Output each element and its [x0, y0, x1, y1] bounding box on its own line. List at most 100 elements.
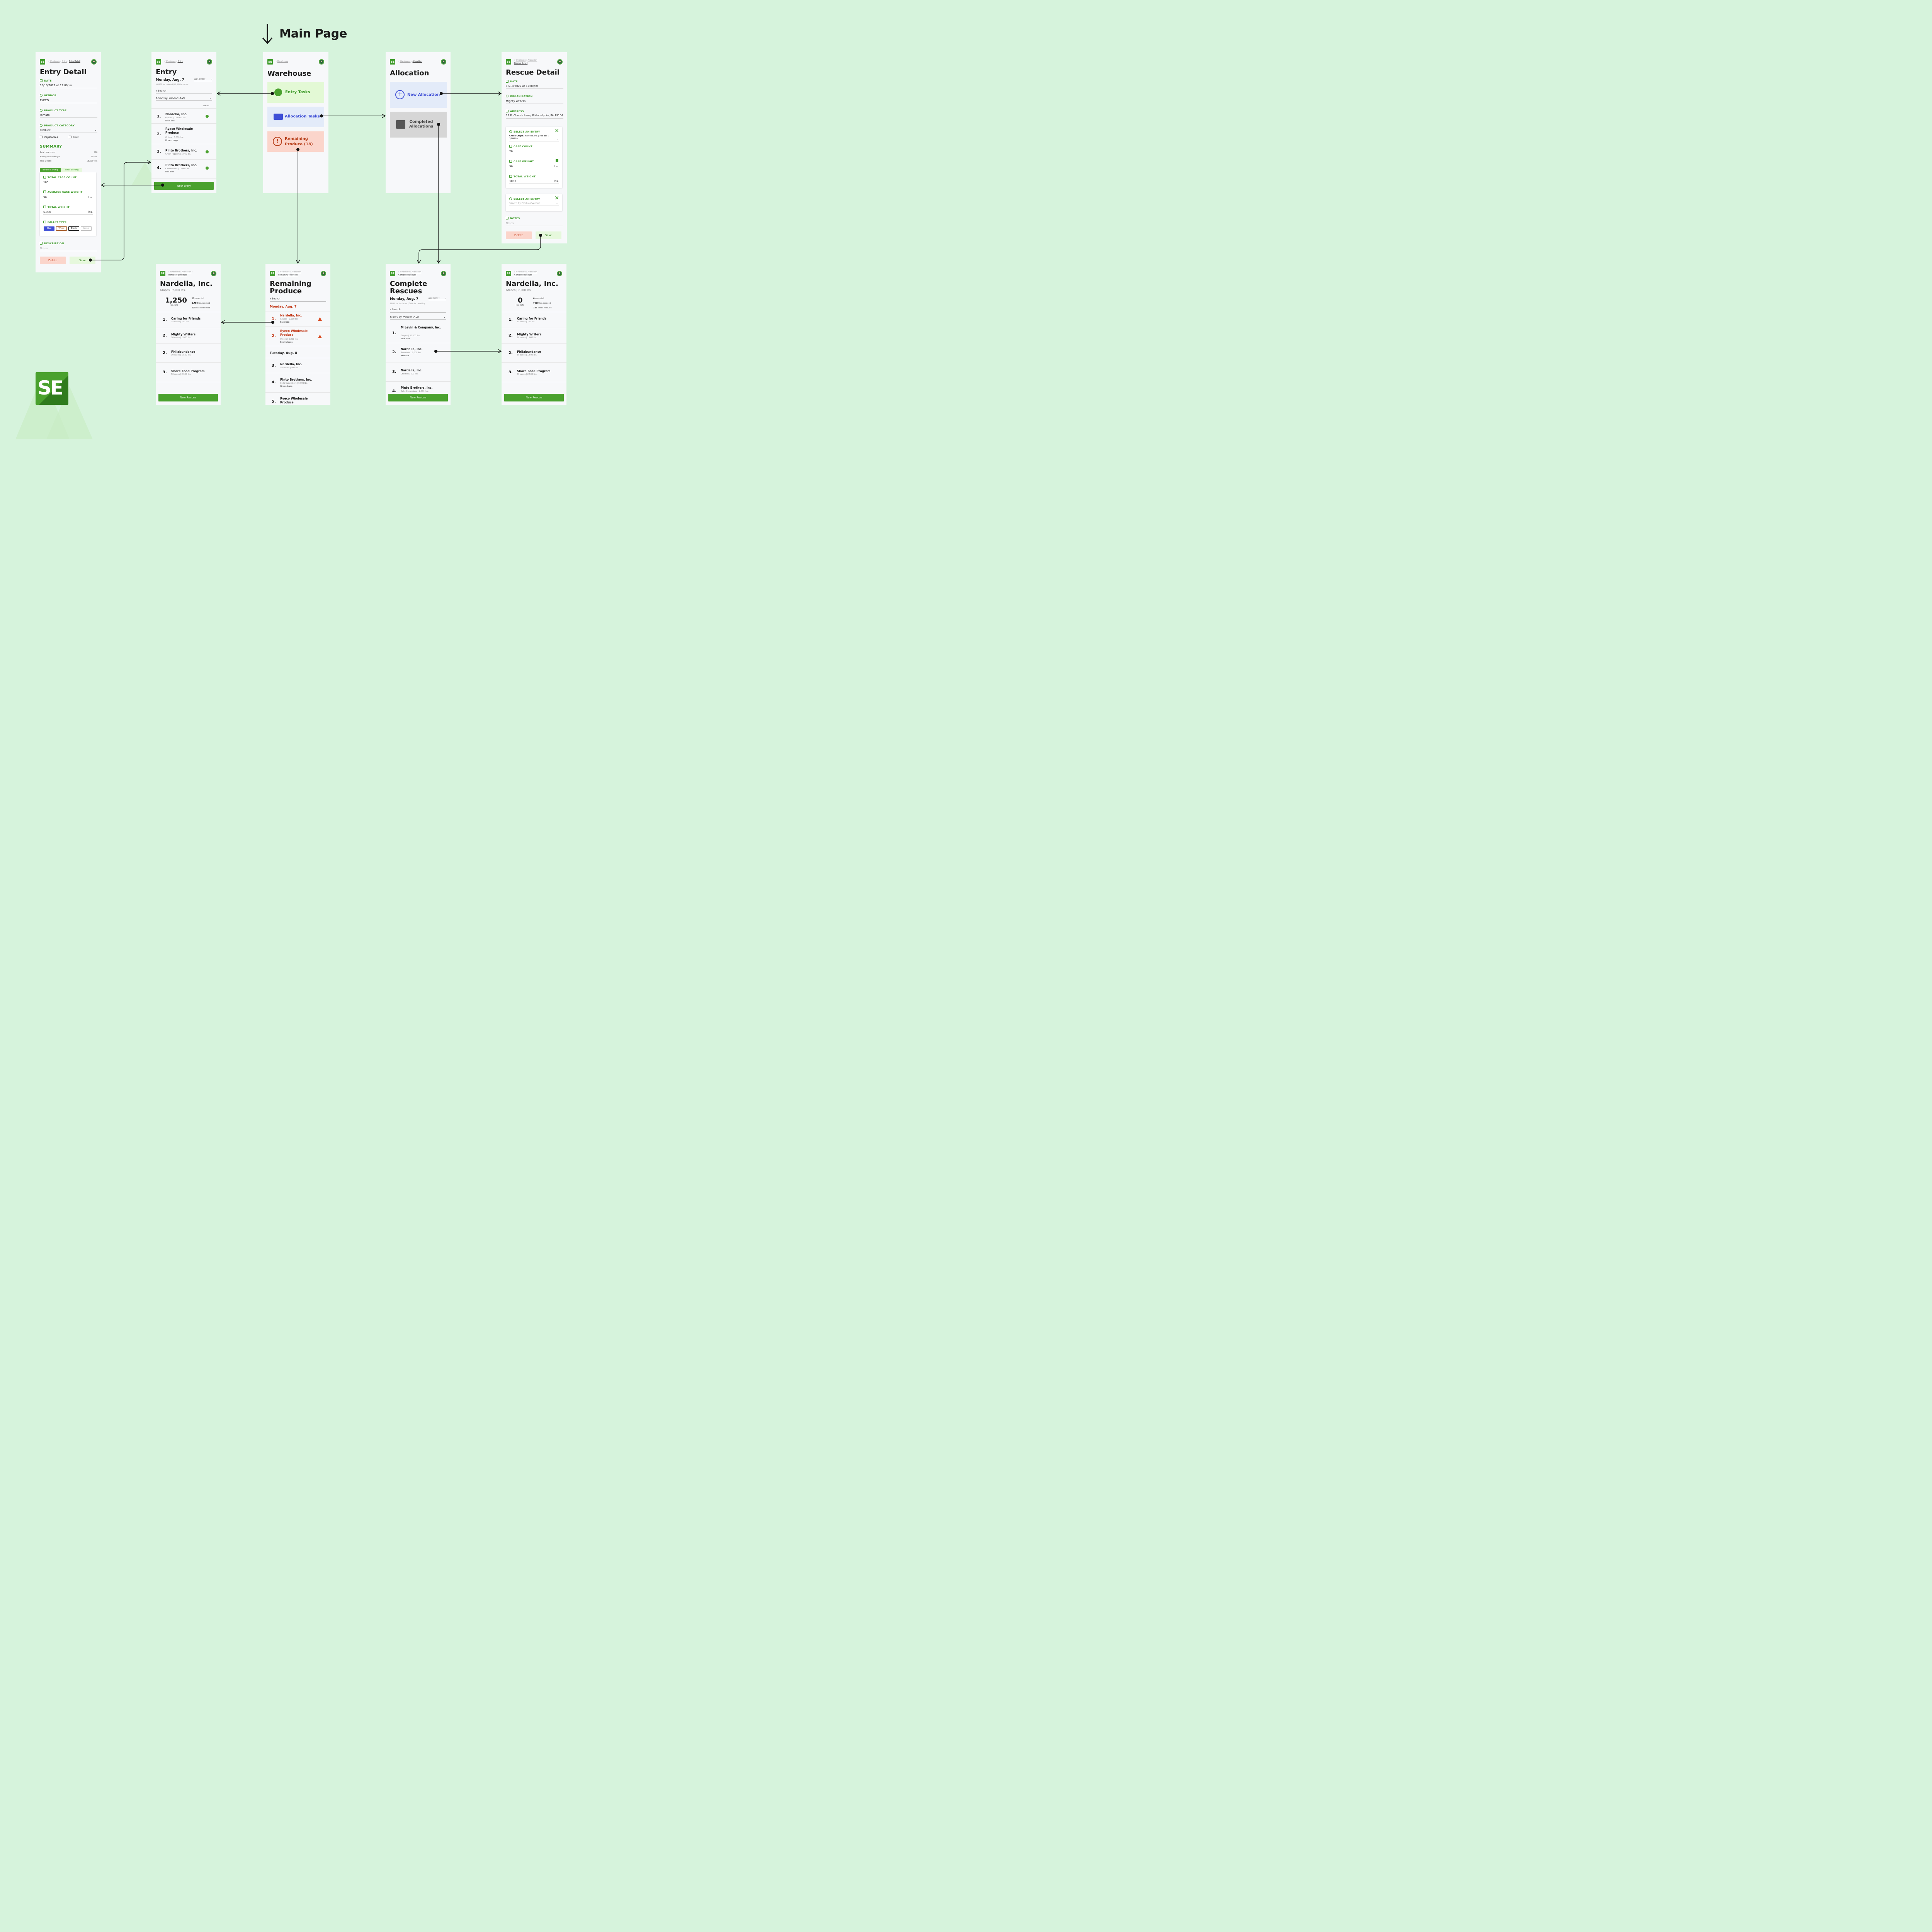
new-rescue-button[interactable]: New Rescue	[158, 394, 218, 401]
breadcrumb[interactable]: › Wholesale › Allocation ›	[278, 271, 303, 273]
organization-field[interactable]: Mighty Writers	[506, 100, 563, 104]
list-item[interactable]: 5.Ryeco Wholesale Produce	[272, 397, 308, 404]
breadcrumb-current[interactable]: Complete Rescues	[514, 274, 532, 276]
se-logo: SE	[390, 59, 395, 65]
breadcrumb[interactable]: › Wholesale › Allocation ›	[398, 271, 423, 273]
avatar[interactable]	[211, 271, 216, 276]
case-count-field[interactable]: 20	[509, 150, 559, 154]
day-heading: Tuesday, Aug. 8	[270, 351, 297, 355]
check-icon	[206, 115, 209, 118]
breadcrumb[interactable]: › Wholesale › Allocation ›	[514, 59, 539, 61]
connector-node	[440, 92, 443, 95]
select-entry-field[interactable]: Green Grape | Nardella, Inc. | Red box |…	[509, 135, 559, 141]
list-item[interactable]: 1.Nardella, Inc.Grapes | 2,000 lbs.Blue …	[265, 311, 330, 327]
notes-field[interactable]: Notes	[506, 222, 563, 226]
search-input[interactable]: ⌕ Search	[270, 297, 326, 302]
product-type-field[interactable]: Tomato	[40, 114, 97, 118]
se-logo: SE	[156, 59, 161, 65]
list-item[interactable]: 3.Nardella, Inc.Tomatoes | 500 lbs.	[265, 358, 330, 373]
breadcrumb[interactable]: › Wholesale › Allocation ›	[514, 271, 539, 273]
breadcrumb[interactable]: › Wholesale › Allocation ›	[168, 271, 193, 273]
breadcrumb[interactable]: › Wholesale › Entry	[164, 60, 183, 63]
product-category-select[interactable]: Produce⌄	[40, 129, 97, 133]
new-entry-button[interactable]: New Entry	[154, 182, 214, 190]
avatar[interactable]	[319, 59, 324, 65]
date-field[interactable]: 08/10/2022 at 12:00pm	[506, 85, 563, 89]
breadcrumb-current[interactable]: Remaining Produces	[278, 274, 298, 276]
new-rescue-button[interactable]: New Rescue	[504, 394, 564, 401]
avatar[interactable]	[441, 271, 446, 276]
breadcrumb-current[interactable]: Complete Rescues	[398, 274, 417, 276]
date-field[interactable]: 08/10/2022 at 12:00pm	[40, 84, 97, 88]
date-input[interactable]: 08/10/2022▫	[429, 298, 446, 300]
entry-search-field[interactable]: Search by Produce/Vendor⌄	[509, 202, 559, 206]
list-item[interactable]: 3.Nardella, Inc.Cherries | 500 lbs.	[386, 362, 451, 382]
sort-select[interactable]: ⇅ Sort by: Vendor (A-Z)⌄	[156, 97, 212, 101]
chevron-down-icon: ⌄	[94, 129, 97, 131]
close-icon[interactable]: ✕	[554, 128, 559, 134]
remaining-produce-button[interactable]: ! Remaining Produce (18)	[267, 131, 324, 152]
address-field[interactable]: 12 E. Church Lane, Philadelphia, PA 1910…	[506, 114, 563, 119]
new-rescue-button[interactable]: New Rescue	[388, 394, 448, 401]
list-item[interactable]: 3.Pinto Brothers, Inc.Green Peppers | 1,…	[151, 144, 216, 160]
tab-after-sorting[interactable]: After Sorting	[61, 168, 82, 172]
avatar[interactable]	[441, 59, 446, 65]
allocation-screen: SE › Warehouse › Allocation Allocation +…	[386, 52, 451, 193]
description-field[interactable]: Notes	[40, 247, 97, 251]
list-item[interactable]: 4.Pinto Brothers, Inc.Cello Cucumbers | …	[265, 373, 330, 393]
new-allocation-button[interactable]: + New Allocation	[390, 82, 447, 108]
entry-tasks-button[interactable]: Entry Tasks	[267, 82, 324, 103]
allocation-tasks-button[interactable]: Allocation Tasks	[267, 107, 324, 127]
avatar[interactable]	[557, 271, 562, 276]
search-input[interactable]: ⌕ Search	[156, 89, 212, 94]
avatar[interactable]	[321, 271, 326, 276]
sort-select[interactable]: ⇅ Sort by: Vendor (A-Z)⌄	[390, 315, 446, 320]
delete-button[interactable]: Delete	[40, 257, 66, 264]
pallet-black-option[interactable]: Black	[68, 226, 79, 231]
vendor-field[interactable]: RYECO	[40, 99, 97, 103]
total-case-count-field[interactable]: 100	[43, 181, 93, 185]
save-button[interactable]: Save	[70, 257, 95, 264]
breadcrumb[interactable]: › Warehouse	[276, 60, 288, 63]
save-button[interactable]: Save	[536, 231, 561, 239]
list-item[interactable]: 2.Nardella, Inc.Tomatoes | 5,000 lbs.Red…	[386, 343, 451, 362]
pallet-blue-option[interactable]: Blue	[44, 226, 54, 231]
delete-button[interactable]: Delete	[506, 231, 532, 239]
connector-node	[271, 321, 274, 324]
pallet-wood-option[interactable]: Wood	[56, 226, 67, 231]
breadcrumb[interactable]: › Wholesale › Entry › Entry Detail	[48, 60, 80, 63]
breadcrumb-current[interactable]: Rescue Detail	[514, 62, 528, 65]
list-item[interactable]: 4.Pinto Brothers, Inc.Clementines | 12,0…	[151, 160, 216, 179]
avatar[interactable]	[91, 59, 97, 65]
date-input[interactable]: 08/10/2022▫	[194, 78, 212, 81]
avatar[interactable]	[557, 59, 563, 65]
close-icon[interactable]: ✕	[554, 195, 559, 201]
store-check-icon	[396, 120, 405, 129]
fruit-checkbox[interactable]: Fruit	[69, 136, 78, 139]
tab-before-sorting[interactable]: Before Sorting	[40, 168, 61, 172]
search-input[interactable]: ⌕ Search	[390, 308, 446, 313]
avatar[interactable]	[207, 59, 212, 65]
list-item[interactable]: 1.M Levin & Company, Inc.Grapes | 30,000…	[386, 323, 451, 343]
vegetables-checkbox[interactable]: Vegetables	[40, 136, 58, 139]
breadcrumb-current[interactable]: Remaining Produce	[168, 274, 187, 276]
remaining-produce-screen: SE › Wholesale › Allocation › Remaining …	[265, 264, 330, 405]
pallet-none-option[interactable]: None	[81, 226, 92, 231]
breadcrumb[interactable]: › Warehouse › Allocation	[398, 60, 422, 63]
list-item[interactable]: 4.Pinto Brothers, Inc.Cello Cucumbers | …	[392, 386, 433, 393]
list-item[interactable]: 1.Nardella, Inc.Grapes | 120,000 lbs.Blu…	[151, 108, 216, 124]
